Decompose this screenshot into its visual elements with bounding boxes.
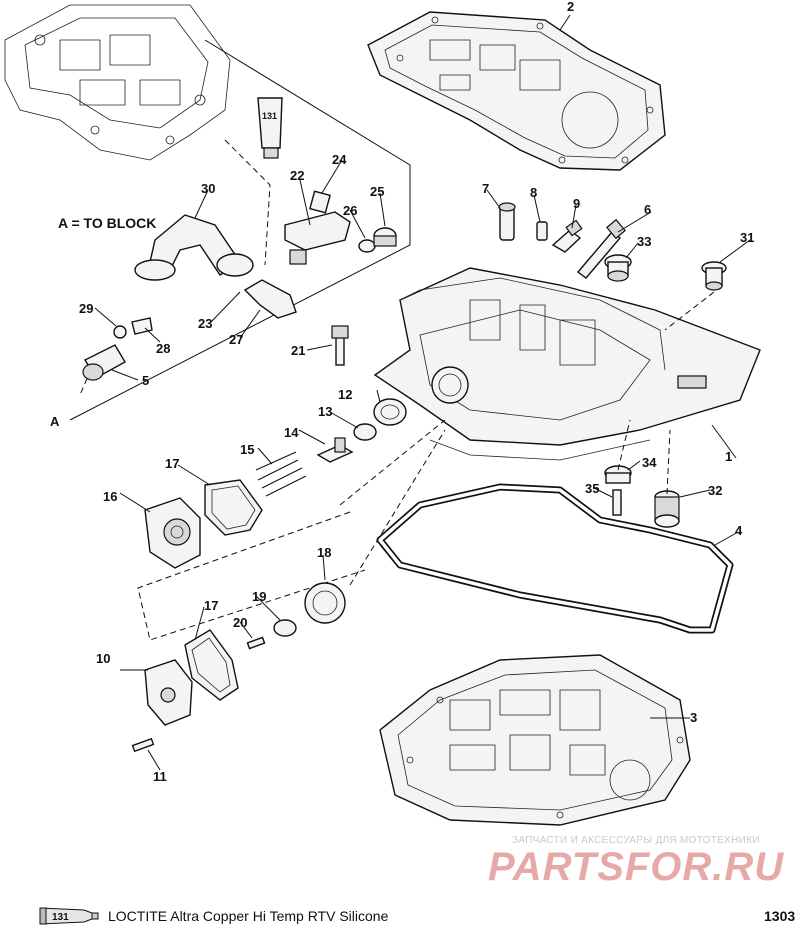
callout-20: 20 (233, 615, 247, 630)
callout-34: 34 (642, 455, 657, 470)
callout-24: 24 (332, 152, 347, 167)
legend-badge: 131 (52, 912, 69, 923)
callout-33: 33 (637, 234, 651, 249)
part-7-dowel (498, 202, 516, 241)
part-14-valve (316, 437, 354, 463)
part-15-spring (255, 451, 307, 497)
dashed-bracket (137, 511, 366, 641)
part-27-elbow (243, 279, 297, 319)
callout-21: 21 (291, 343, 305, 358)
callout-10: 10 (96, 651, 110, 666)
part-17-gasket-lower (184, 629, 239, 701)
page-number: 1303 (764, 908, 796, 924)
part-16-housing (144, 497, 201, 569)
part-29-washer (113, 325, 127, 339)
part-6-sensor (576, 218, 626, 279)
part-31-grommet (701, 261, 727, 291)
part-17-gasket-upper (204, 479, 263, 536)
callout-14: 14 (284, 425, 299, 440)
callout-28: 28 (156, 341, 170, 356)
part-20-screw (246, 636, 266, 650)
part-8-pin (536, 221, 548, 241)
part-2-upper-gasket (367, 11, 666, 171)
part-23-clamps (134, 253, 254, 281)
part-10-cover (144, 659, 193, 726)
callout-31: 31 (740, 230, 754, 245)
callout-5: 5 (142, 373, 149, 388)
part-9-fitting (551, 219, 583, 253)
callout-25: 25 (370, 184, 384, 199)
part-25-cap (373, 227, 397, 247)
callout-26: 26 (343, 203, 357, 218)
callout-2: 2 (567, 0, 574, 14)
part-34-grommet (604, 465, 632, 484)
callout-29: 29 (79, 301, 93, 316)
callout-19: 19 (252, 589, 266, 604)
callout-7: 7 (482, 181, 489, 196)
callout-13: 13 (318, 404, 332, 419)
part-24-connector (309, 190, 331, 214)
leader-lines (94, 14, 751, 771)
callout-22: 22 (290, 168, 304, 183)
part-3-lower-gasket (379, 654, 691, 826)
tube-label: 131 (262, 111, 277, 121)
part-26-oring (358, 239, 376, 253)
part-5-fitting (82, 344, 126, 381)
callout-a: A (50, 414, 60, 429)
callout-15: 15 (240, 442, 254, 457)
part-32-bushing (654, 490, 680, 528)
inset-border (69, 39, 411, 421)
part-18-thermostat (304, 582, 346, 624)
engine-block-sketch (4, 4, 231, 161)
part-19-plate (273, 619, 297, 637)
callout-18: 18 (317, 545, 331, 560)
part-12-seal (373, 398, 407, 426)
callout-6: 6 (644, 202, 651, 217)
callout-3: 3 (690, 710, 697, 725)
callout-35: 35 (585, 481, 599, 496)
part-11-bolt (131, 737, 155, 753)
callout-8: 8 (530, 185, 537, 200)
callout-32: 32 (708, 483, 722, 498)
part-33-grommet (604, 254, 632, 282)
part-21-bolt (331, 325, 349, 366)
part-131-tube (257, 97, 283, 159)
part-1-adaptor-plate (373, 267, 761, 461)
callout-4: 4 (735, 523, 743, 538)
legend-text: LOCTITE Altra Copper Hi Temp RTV Silicon… (108, 908, 389, 924)
note-to-block: A = TO BLOCK (58, 215, 157, 231)
callout-11: 11 (153, 769, 167, 784)
legend-tube-icon (39, 907, 99, 925)
callout-16: 16 (103, 489, 117, 504)
callout-1: 1 (725, 449, 732, 464)
callout-17-lower: 17 (204, 598, 218, 613)
part-35-screw (612, 489, 622, 516)
callout-17-upper: 17 (165, 456, 179, 471)
watermark-logo: PARTSFOR.RU (488, 845, 785, 889)
callout-23: 23 (198, 316, 212, 331)
callout-9: 9 (573, 196, 580, 211)
watermark-subtitle: ЗАПЧАСТИ И АКСЕССУАРЫ ДЛЯ МОТОТЕХНИКИ (512, 835, 760, 846)
callout-30: 30 (201, 181, 215, 196)
callout-12: 12 (338, 387, 352, 402)
part-4-seal (376, 483, 734, 634)
callout-27: 27 (229, 332, 243, 347)
part-13-oring (353, 423, 377, 441)
part-22-bracket (284, 211, 351, 265)
